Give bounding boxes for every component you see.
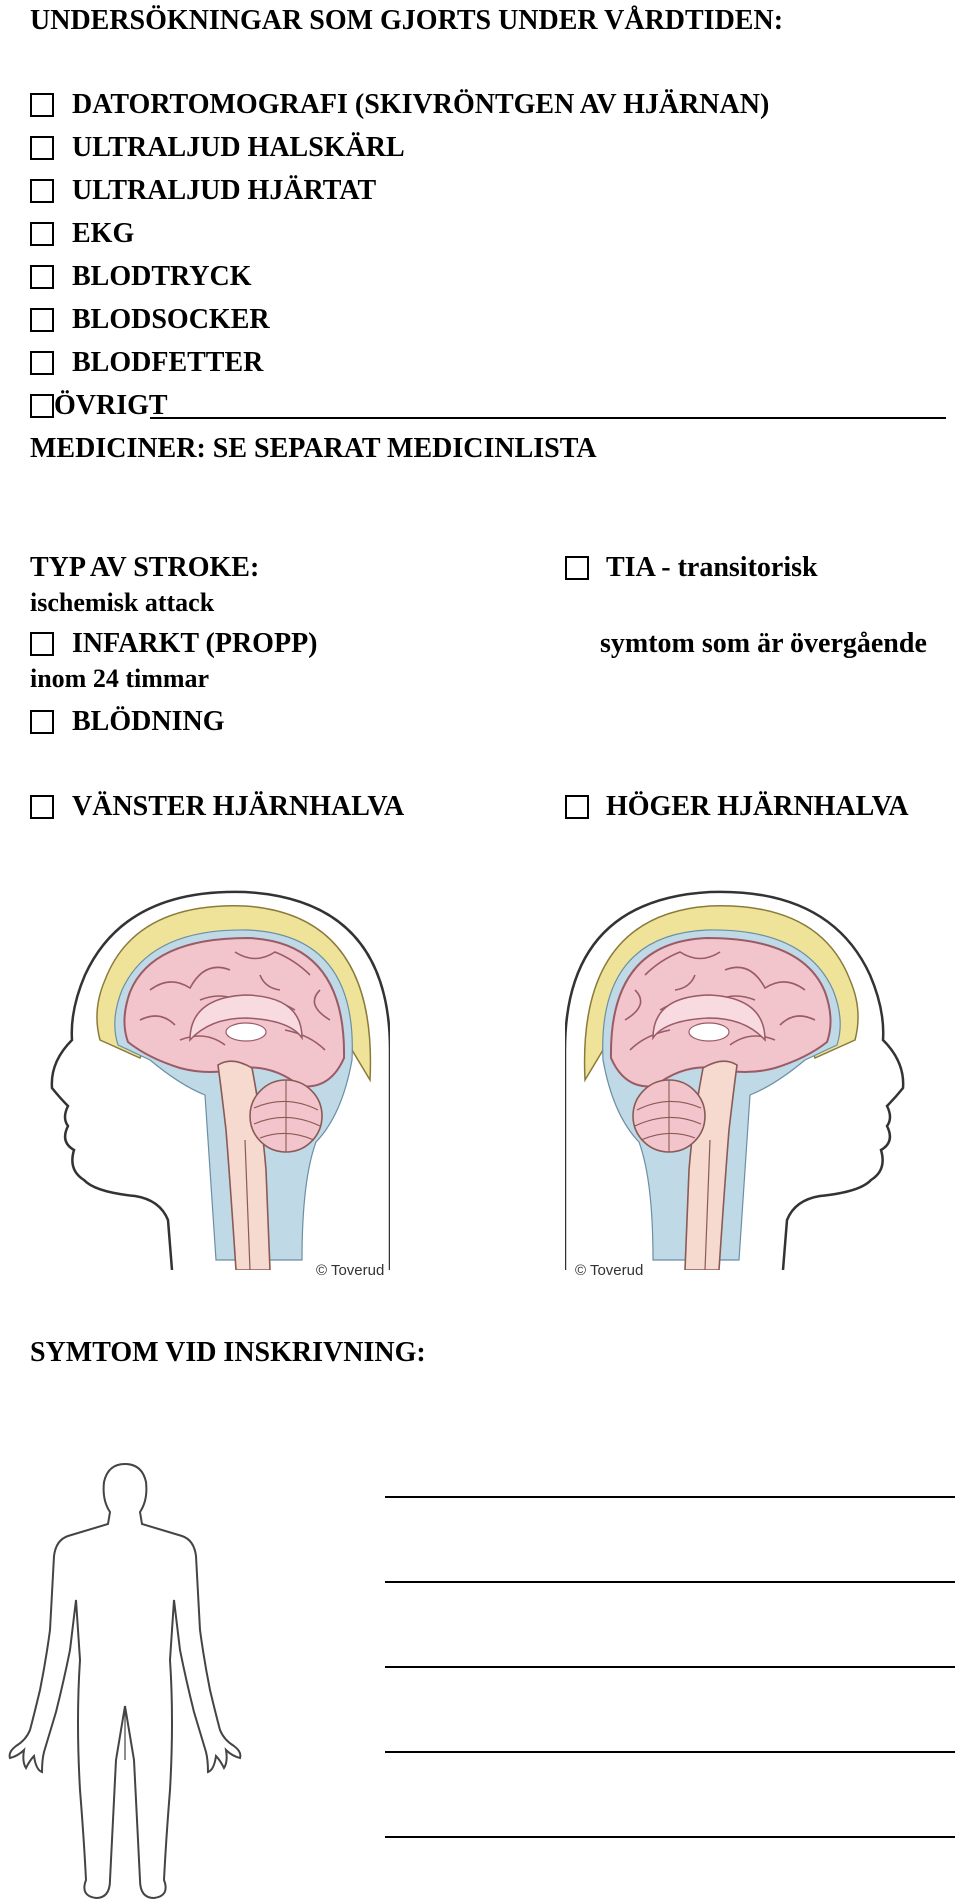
brain-sagittal-art [50,890,390,1270]
medicines-note: MEDICINER: SE SEPARAT MEDICINLISTA [30,433,597,464]
exam-label: ULTRALJUD HALSKÄRL [72,132,405,163]
exam-label: ULTRALJUD HJÄRTAT [72,175,377,206]
exam-label: BLODFETTER [72,347,264,378]
copyright-credit-left: © Toverud [316,1262,385,1279]
checkbox-ecg[interactable] [30,222,54,246]
checkbox-ultrasound-neck[interactable] [30,136,54,160]
tia-label: TIA - transitorisk [606,552,818,583]
brain-illustration-right[interactable] [565,880,915,1270]
bleeding-label: BLÖDNING [72,706,225,737]
symptom-write-line[interactable] [385,1666,955,1668]
other-write-line[interactable] [150,417,946,419]
copyright-credit-right: © Toverud [575,1262,644,1279]
symptoms-heading: SYMTOM VID INSKRIVNING: [30,1337,426,1368]
checkbox-blood-sugar[interactable] [30,308,54,332]
tia-description-line: ischemisk attack [30,588,215,617]
exam-label: DATORTOMOGRAFI (SKIVRÖNTGEN AV HJÄRNAN) [72,89,770,120]
symptom-write-line[interactable] [385,1836,955,1838]
tia-description-line: inom 24 timmar [30,664,210,693]
left-hemisphere-label: VÄNSTER HJÄRNHALVA [72,791,405,822]
stroke-heading: TYP AV STROKE: [30,552,260,583]
exams-heading: UNDERSÖKNINGAR SOM GJORTS UNDER VÅRDTIDE… [30,5,784,36]
exam-label: BLODTRYCK [72,261,252,292]
brain-sagittal-art-mirrored [565,890,905,1270]
checkbox-right-hemisphere[interactable] [565,795,589,819]
other-label: ÖVRIGT [54,390,168,421]
checkbox-bleeding[interactable] [30,710,54,734]
checkbox-tia[interactable] [565,556,589,580]
tia-description-line: symtom som är övergående [600,628,927,659]
symptom-write-line[interactable] [385,1496,955,1498]
exam-label: BLODSOCKER [72,304,270,335]
right-hemisphere-label: HÖGER HJÄRNHALVA [606,791,909,822]
checkbox-blood-pressure[interactable] [30,265,54,289]
symptom-write-line[interactable] [385,1751,955,1753]
checkbox-ct[interactable] [30,93,54,117]
checkbox-left-hemisphere[interactable] [30,795,54,819]
brain-illustration-left[interactable] [40,880,390,1270]
checkbox-other[interactable] [30,394,54,418]
infarct-label: INFARKT (PROPP) [72,628,318,659]
checkbox-ultrasound-heart[interactable] [30,179,54,203]
exam-label: EKG [72,218,135,249]
symptom-write-line[interactable] [385,1581,955,1583]
checkbox-blood-lipids[interactable] [30,351,54,375]
body-outline-figure[interactable] [0,1460,250,1904]
checkbox-infarct[interactable] [30,632,54,656]
